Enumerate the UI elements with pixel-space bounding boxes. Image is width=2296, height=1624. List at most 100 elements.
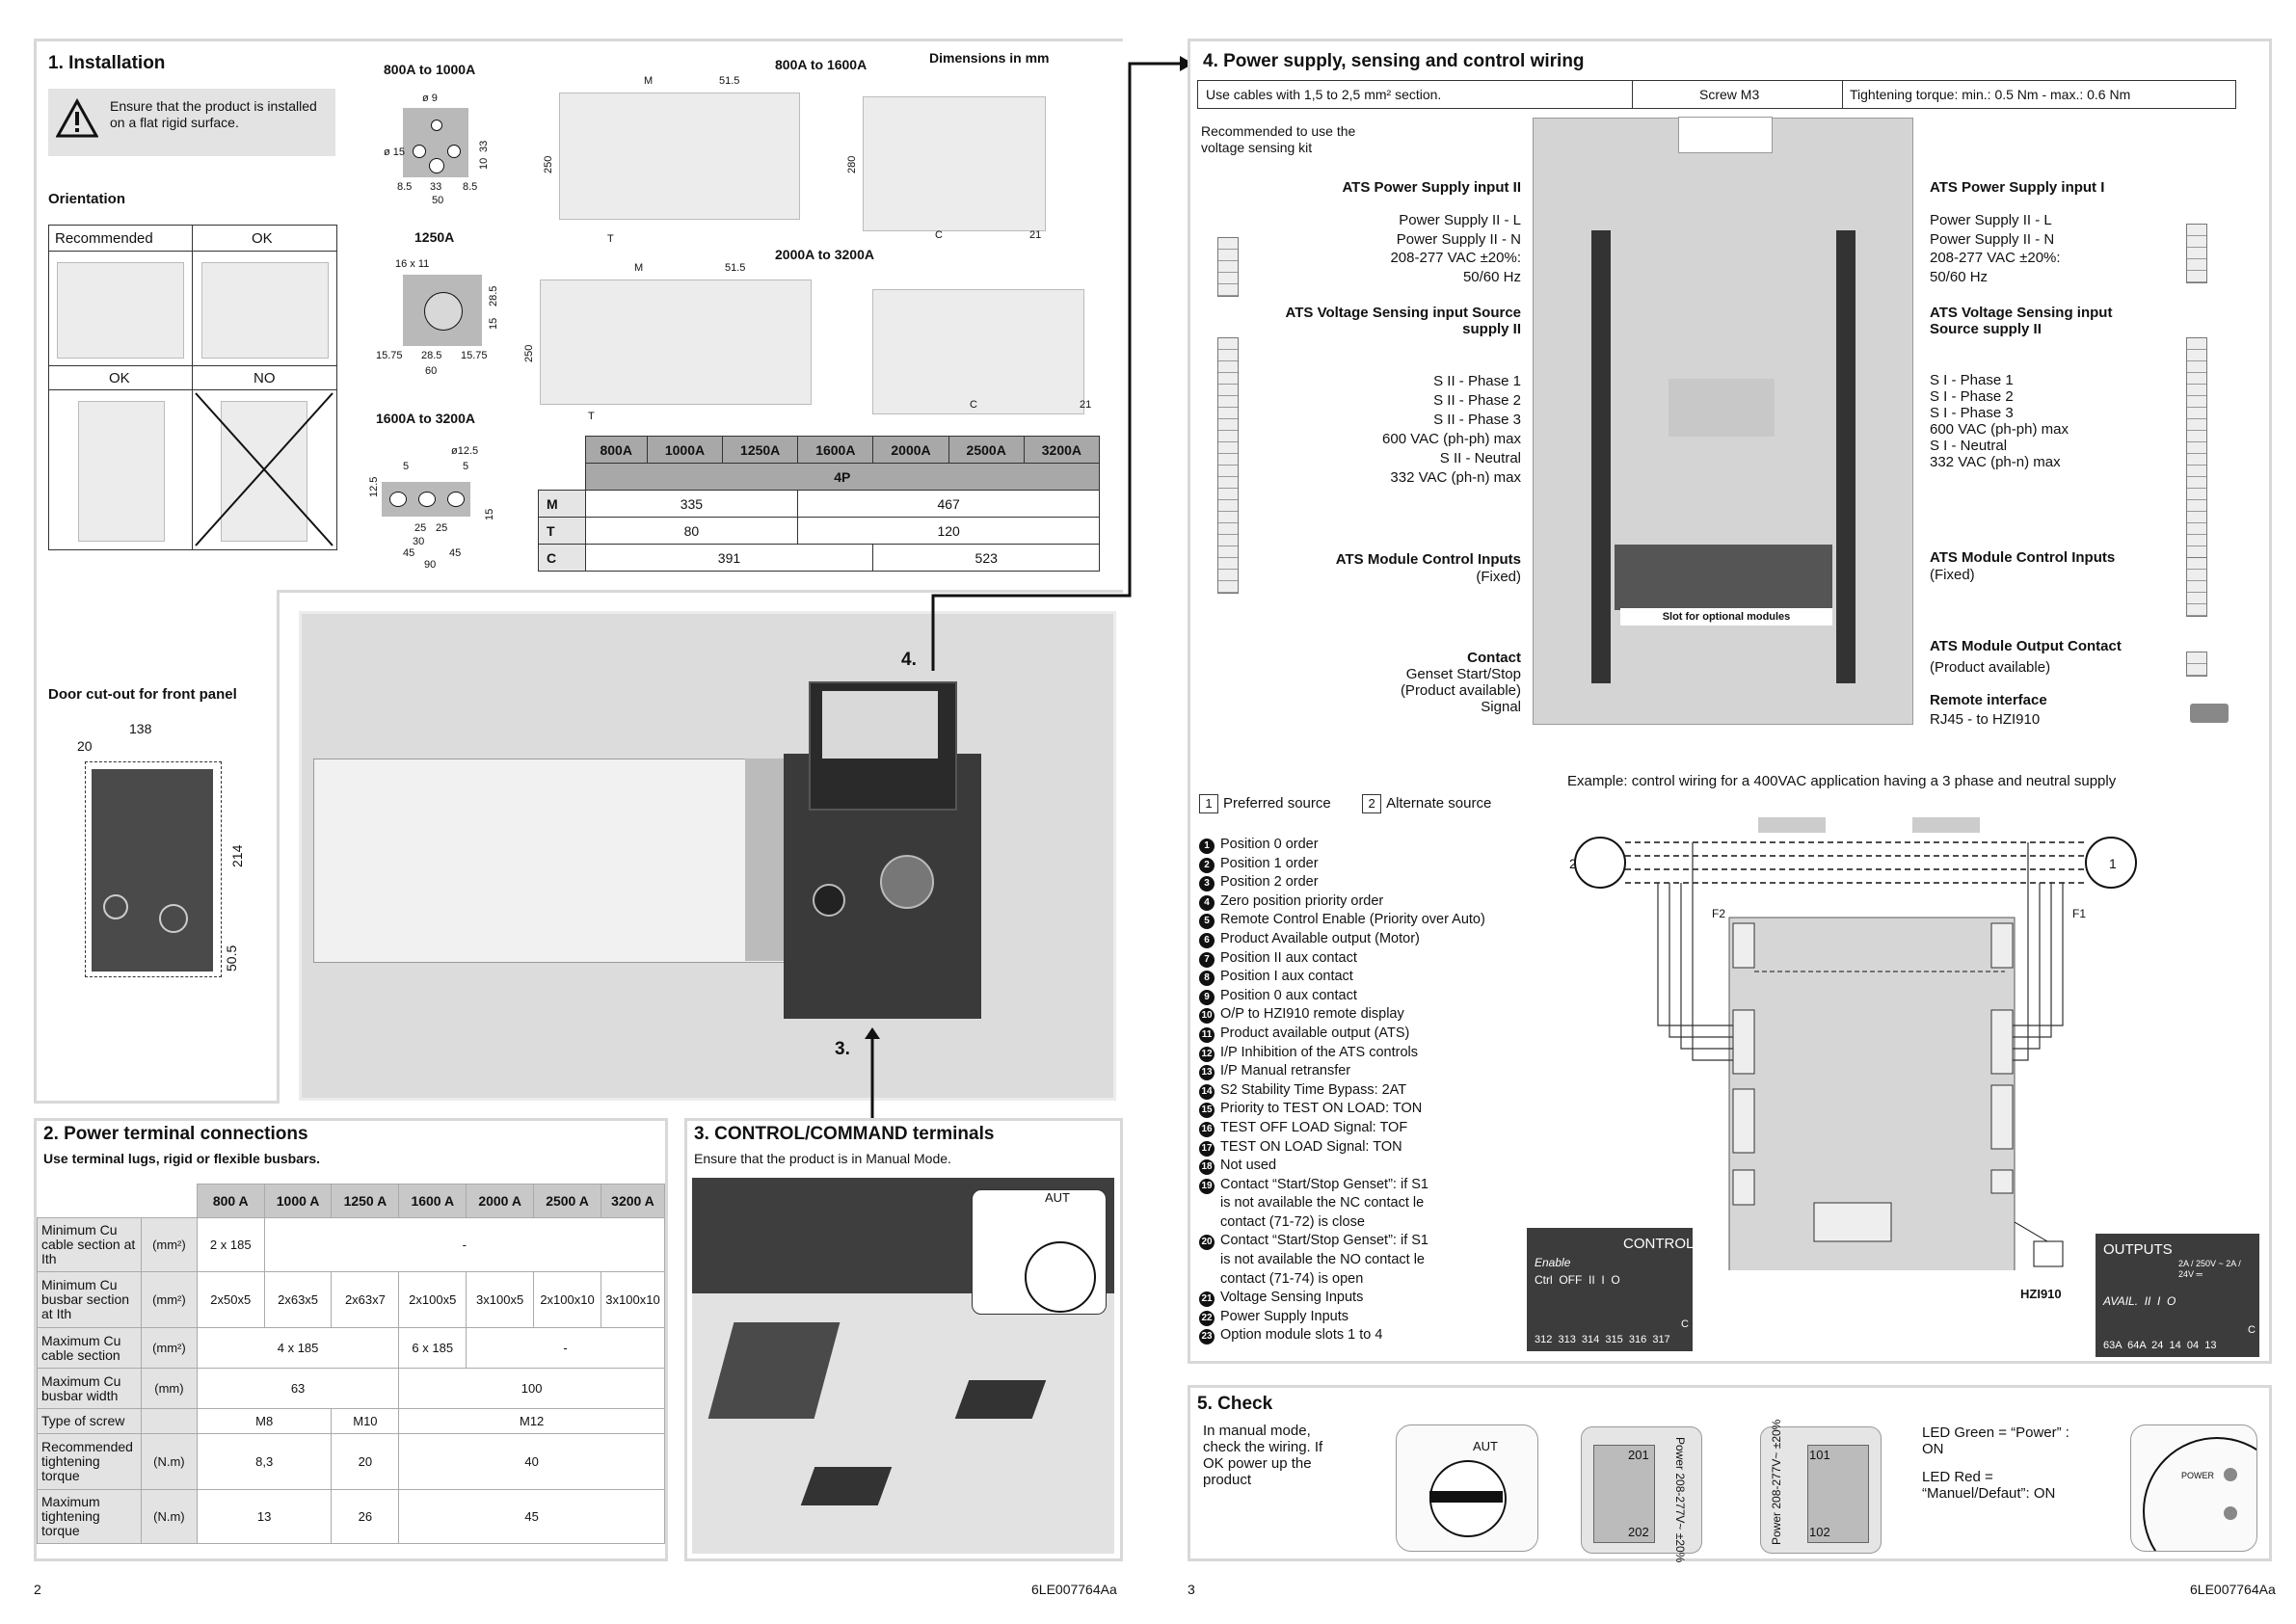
control-terminals-subtitle: Ensure that the product is in Manual Mod… (694, 1151, 951, 1166)
legend-text: Remote Control Enable (Priority over Aut… (1220, 912, 1485, 928)
dim-a-hole: ø 9 (422, 93, 438, 104)
outputs-box-title: OUTPUTS (2103, 1241, 2173, 1258)
cell: 8,3 (196, 1433, 333, 1490)
label-line: (Product available) (1930, 659, 2051, 676)
legend-item: is not available the NO contact le (1199, 1251, 1517, 1270)
label-block-right-3: ATS Module Control Inputs (Fixed) (1930, 549, 2180, 585)
check-led-image: POWER (2130, 1424, 2257, 1552)
legend-number: 13 (1199, 1065, 1215, 1081)
control-terminals-image (692, 1178, 1114, 1554)
col-header: 1000 A (263, 1184, 333, 1218)
drawing-front-large (540, 280, 812, 405)
legend-number: 2 (1199, 857, 1215, 873)
col-header: 2000 A (466, 1184, 535, 1218)
legend-text: Product Available output (Motor) (1220, 930, 1420, 946)
legend-text: Position 0 order (1220, 837, 1319, 852)
page-number: 3 (1188, 1582, 1195, 1597)
legend-text: Position I aux contact (1220, 969, 1353, 985)
orientation-no: NO (254, 370, 276, 386)
drawing-front-small (559, 93, 800, 220)
cell: - (263, 1217, 666, 1272)
dim-col-header: 1000A (646, 436, 724, 464)
orientation-ok: OK (252, 230, 273, 247)
cell: 391 (584, 544, 874, 572)
label-line: Power Supply II - L (1399, 212, 1521, 228)
module-drawing: Slot for optional modules (1533, 117, 1913, 725)
label-title: ATS Voltage Sensing input Source supply … (1285, 305, 1521, 337)
door-margin-dim: 20 (77, 738, 93, 754)
dim-c-s2: 25 (436, 522, 448, 534)
dim-a-w: 50 (432, 195, 444, 206)
product-photo (299, 611, 1116, 1101)
legend-item: contact (71-72) is close (1199, 1213, 1517, 1233)
cell: 2x100x10 (533, 1271, 601, 1328)
cell: 467 (797, 490, 1100, 518)
row-label: Maximum tightening torque (37, 1489, 142, 1544)
outputs-box-rating: 2A / 250V ~ 2A / 24V ═ (2178, 1259, 2241, 1279)
terminal-202: 202 (1628, 1525, 1649, 1539)
label-block-right-2: ATS Voltage Sensing input Source supply … (1930, 305, 2180, 470)
drawing-label-top: 800A to 1600A (775, 57, 868, 72)
legend-text: Position II aux contact (1220, 949, 1357, 966)
label-line: Signal (1481, 699, 1521, 715)
legend-number: 11 (1199, 1026, 1215, 1043)
spec-torque: Tightening torque: min.: 0.5 Nm - max.: … (1850, 87, 2131, 102)
label-block-right-4: ATS Module Output Contact (Product avail… (1930, 638, 2180, 678)
check-terminal-a: 201 202 Power 208-277V~ ±20% (1581, 1426, 1702, 1562)
dim-b-hole: 16 x 11 (395, 258, 430, 270)
door-cutout-image (92, 769, 213, 972)
led-red-icon (2224, 1506, 2237, 1520)
legend-number: 10 (1199, 1008, 1215, 1025)
busbar-label-a: 800A to 1000A (384, 62, 476, 77)
label-line: S I - Phase 1 (1930, 372, 2014, 388)
legend-text: is not available the NO contact le (1220, 1252, 1425, 1268)
terminal-block (2186, 224, 2207, 283)
label-line: 208-277 VAC ±20%: (1390, 250, 1521, 266)
divider (34, 1101, 280, 1104)
fuse-f1-label: F1 (2072, 907, 2087, 920)
table-row: Recommended tightening torque (N.m) 8,3 … (37, 1433, 665, 1490)
dim-a-s3: 8.5 (463, 181, 478, 193)
terminal-a-rating: Power 208-277V~ ±20% (1673, 1437, 1687, 1563)
rj45-icon (2190, 704, 2229, 723)
label-line: (Product available) (1400, 682, 1521, 699)
orientation-image-ok-vertical (78, 401, 165, 542)
dim-t: T (588, 411, 595, 422)
dim-b-s1: 15.75 (376, 350, 403, 361)
table-row: Minimum Cu busbar section at Ith (mm²) 2… (37, 1271, 666, 1328)
hzi910-label: HZI910 (2020, 1287, 2062, 1301)
cell: 335 (584, 490, 799, 518)
dim-a-s2: 33 (430, 181, 442, 193)
control-box-c: C (1681, 1318, 1689, 1330)
table-row: Maximum Cu cable section (mm²) 4 x 185 6… (37, 1327, 665, 1369)
power-label: POWER (2181, 1471, 2215, 1480)
control-box-enable: Enable (1535, 1256, 1571, 1269)
cell: M12 (398, 1408, 665, 1434)
legend-text: Voltage Sensing Inputs (1220, 1290, 1364, 1306)
terminal-block (2186, 337, 2207, 594)
terminal-201: 201 (1628, 1448, 1649, 1462)
dimensions-label: Dimensions in mm (929, 50, 1050, 66)
legend-number: 20 (1199, 1235, 1215, 1251)
doc-ref: 6LE007764Aa (2190, 1582, 2276, 1597)
dim-col-header: 3200A (1023, 436, 1101, 464)
dim-col-header: 1600A (797, 436, 874, 464)
legend-text: Option module slots 1 to 4 (1220, 1327, 1383, 1344)
drawing-side-large (872, 289, 1084, 414)
label-line: S I - Phase 2 (1930, 388, 2014, 405)
dim-c-hole: ø12.5 (451, 445, 479, 457)
check-title: 5. Check (1197, 1394, 1273, 1414)
fuse-f2-label: F2 (1712, 907, 1726, 920)
legend-text: TEST ON LOAD Signal: TON (1220, 1138, 1402, 1155)
